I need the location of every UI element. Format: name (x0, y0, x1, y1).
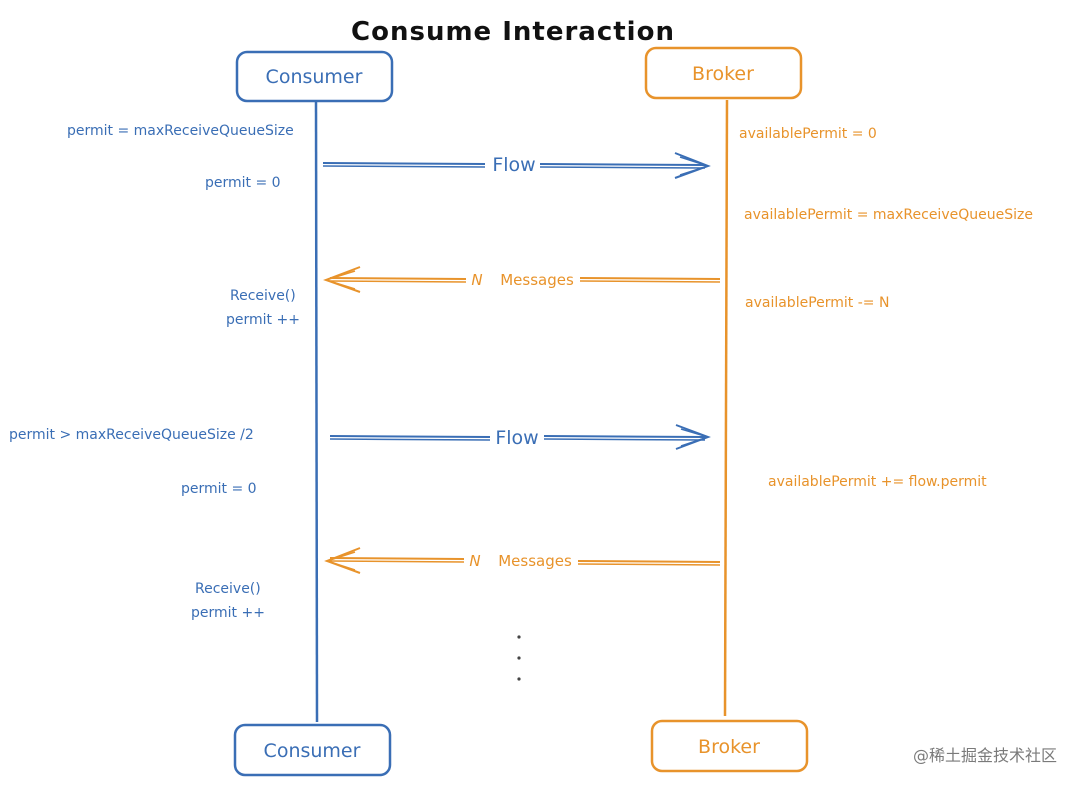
consumer-note-3: Receive() (230, 288, 296, 304)
consumer-note-1: permit = maxReceiveQueueSize (67, 123, 294, 139)
messages-arrow-1: N Messages (323, 266, 721, 293)
broker-actor-bottom: Broker (650, 719, 809, 773)
consumer-note-6: permit = 0 (181, 481, 257, 497)
continuation-dots (517, 635, 521, 681)
messages-arrow-2: N Messages (324, 547, 721, 574)
broker-actor-top-label: Broker (692, 63, 754, 85)
broker-note-2: availablePermit = maxReceiveQueueSize (744, 207, 1033, 223)
flow-label-1: Flow (492, 154, 535, 176)
broker-note-3: availablePermit -= N (745, 295, 889, 311)
messages-label-2: Messages (498, 552, 572, 570)
broker-actor-top: Broker (644, 46, 803, 100)
flow-arrow-2: Flow (329, 424, 711, 450)
consumer-actor-bottom: Consumer (233, 723, 392, 777)
broker-note-4: availablePermit += flow.permit (768, 474, 987, 490)
consumer-note-8: permit ++ (191, 605, 265, 621)
consumer-note-2: permit = 0 (205, 175, 281, 191)
broker-lifeline (723, 99, 729, 717)
consumer-note-7: Receive() (195, 581, 261, 597)
consumer-actor-bottom-label: Consumer (264, 740, 361, 762)
messages-n-label-2: N (469, 552, 480, 570)
messages-label-1: Messages (500, 271, 574, 289)
broker-note-1: availablePermit = 0 (739, 126, 877, 142)
messages-n-label-1: N (471, 271, 482, 289)
broker-actor-bottom-label: Broker (698, 736, 760, 758)
consumer-lifeline (314, 101, 319, 723)
consumer-note-4: permit ++ (226, 312, 300, 328)
watermark-text: @稀土掘金技术社区 (913, 746, 1057, 765)
flow-label-2: Flow (495, 427, 538, 449)
consumer-note-5: permit > maxReceiveQueueSize /2 (9, 427, 254, 443)
diagram-title: Consume Interaction (351, 17, 675, 47)
flow-arrow-1: Flow (322, 152, 711, 179)
consumer-actor-top-label: Consumer (266, 66, 363, 88)
consumer-actor-top: Consumer (235, 50, 394, 103)
